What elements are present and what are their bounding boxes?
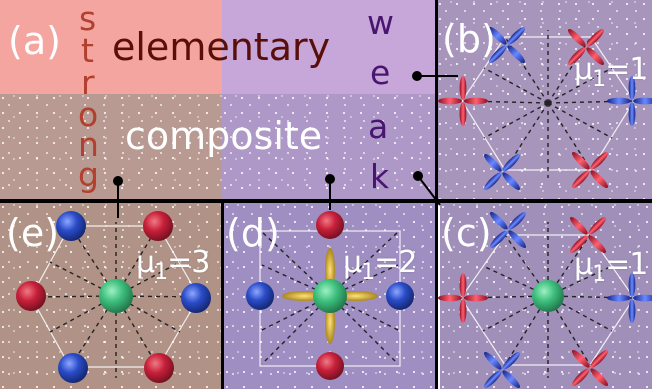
- panel-e-blue-sphere-r: [181, 283, 211, 313]
- mu-label-b: μ1=1: [574, 52, 648, 92]
- strong-letter: o: [78, 95, 99, 134]
- mu-label-e: μ1=3: [136, 245, 210, 285]
- weak-letter: w: [367, 3, 394, 42]
- mu-value: =1: [605, 247, 648, 282]
- mu-subscript: 1: [592, 262, 606, 287]
- mu-value: =1: [605, 52, 648, 87]
- mu-label-d: μ1=2: [343, 245, 417, 285]
- divider-vertical-left: [221, 201, 224, 389]
- mu-subscript: 1: [154, 260, 168, 285]
- panel-e-red-sphere-br: [144, 353, 174, 383]
- panel-d-blue-sphere-left: [246, 282, 274, 310]
- mu-subscript: 1: [361, 260, 375, 285]
- panel-e-red-sphere-tr: [143, 211, 173, 241]
- label-a: (a): [8, 19, 61, 63]
- mu-symbol: μ: [343, 245, 362, 280]
- mu-value: =3: [167, 245, 210, 280]
- mu-symbol: μ: [574, 52, 593, 87]
- panel-e-green-sphere: [99, 279, 133, 313]
- panel-e-blue-sphere-bl: [58, 353, 88, 383]
- label-c: (c): [441, 211, 492, 255]
- weak-letter: a: [368, 107, 389, 146]
- label-d: (d): [226, 211, 280, 255]
- mu-symbol: μ: [574, 247, 593, 282]
- panel-e-blue-sphere-tl: [56, 211, 86, 241]
- weak-letter: e: [370, 53, 391, 92]
- mu-symbol: μ: [136, 245, 155, 280]
- strong-letter: n: [78, 125, 99, 164]
- mu-label-c: μ1=1: [574, 247, 648, 287]
- panel-e-red-sphere-l: [16, 281, 46, 311]
- weak-letter: k: [370, 157, 390, 196]
- divider-vertical-right: [435, 0, 438, 389]
- panel-d-red-sphere-bottom: [316, 352, 344, 380]
- strong-letter: g: [78, 155, 99, 194]
- label-b: (b): [442, 17, 496, 61]
- composite-strong-region: [0, 94, 222, 200]
- elementary-weak-region: [222, 0, 436, 94]
- mu-subscript: 1: [592, 67, 606, 92]
- divider-horizontal: [0, 199, 652, 203]
- mu-value: =2: [374, 245, 417, 280]
- panel-d-red-sphere-top: [316, 211, 344, 239]
- strong-letter: s: [79, 0, 97, 38]
- strong-letter: t: [81, 31, 94, 70]
- panel-c-green-sphere: [532, 280, 564, 312]
- panel-d-blue-sphere-right: [386, 282, 414, 310]
- panel-d-green-sphere: [313, 279, 347, 313]
- pointer-lines: [113, 71, 458, 218]
- composite-label: composite: [125, 114, 323, 158]
- elementary-strong-region: [0, 0, 222, 94]
- strong-letter: r: [81, 63, 95, 102]
- elementary-label: elementary: [112, 25, 331, 69]
- label-e: (e): [6, 211, 60, 255]
